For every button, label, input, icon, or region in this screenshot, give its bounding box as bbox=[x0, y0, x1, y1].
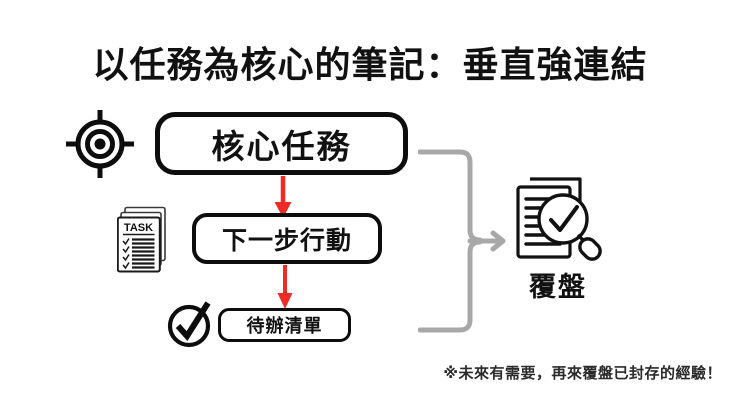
bracket-connector-to-review bbox=[417, 146, 528, 336]
check-circle-icon bbox=[166, 301, 214, 349]
arrow-core-to-next-icon bbox=[272, 175, 294, 219]
document-magnifier-check-icon bbox=[508, 176, 606, 266]
svg-text:TASK: TASK bbox=[124, 222, 153, 234]
target-icon bbox=[66, 110, 134, 178]
arrow-next-to-todo-icon bbox=[275, 264, 295, 310]
task-checklist-icon: TASK bbox=[116, 206, 177, 274]
footnote-text: ※未來有需要，再來覆盤已封存的經驗！ bbox=[443, 365, 722, 382]
page-title: 以任務為核心的筆記：垂直強連結 bbox=[92, 44, 648, 85]
node-core-task-label: 核心任務 bbox=[211, 127, 352, 165]
node-next-action[interactable]: 下一步行動 bbox=[192, 213, 382, 264]
node-todo-list-label: 待辦清單 bbox=[246, 316, 323, 336]
node-todo-list[interactable]: 待辦清單 bbox=[218, 308, 351, 342]
node-next-action-label: 下一步行動 bbox=[221, 226, 352, 255]
node-core-task[interactable]: 核心任務 bbox=[155, 112, 408, 175]
review-label: 覆盤 bbox=[529, 272, 587, 302]
